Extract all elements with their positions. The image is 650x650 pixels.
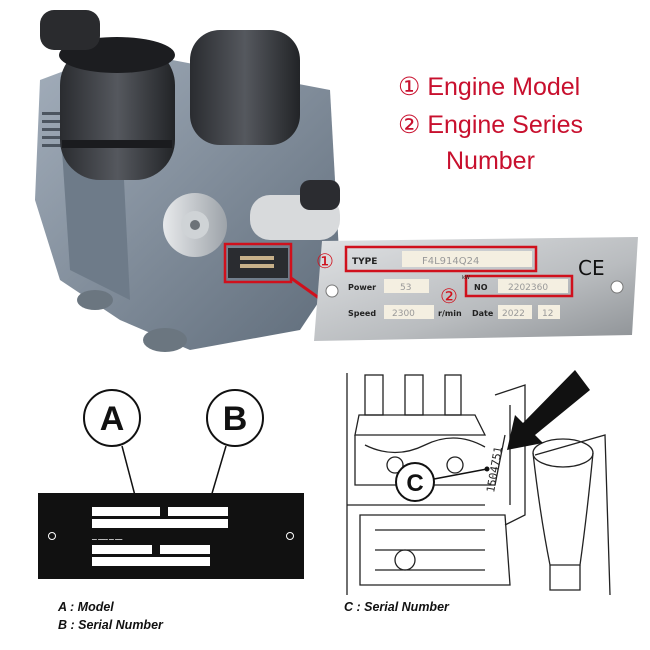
plate-power-value: 53 (400, 283, 411, 293)
plate-type-label: TYPE (352, 257, 377, 267)
plate-speed-value: 2300 (392, 309, 415, 319)
callout-circle-a (83, 389, 141, 447)
pointer-arrow (507, 370, 590, 450)
plate-no-value: 2202360 (508, 283, 548, 293)
plate-date-label: Date (472, 309, 494, 318)
callout-engine-model: ① Engine Model (398, 73, 581, 101)
mounting-hole-right (610, 280, 624, 294)
label-c: C (406, 470, 423, 497)
nameplate-diagram (38, 493, 304, 579)
engine-photo (35, 10, 340, 352)
marker-2: ② (440, 284, 458, 308)
model-highlight-box (344, 245, 538, 273)
plate-no-label: NO (474, 283, 488, 292)
legend-c-serial: C : Serial Number (344, 600, 449, 614)
plate-kw-label: kW (462, 275, 470, 281)
legend-b-serial: B : Serial Number (58, 618, 163, 632)
plate-date-month: 12 (542, 309, 553, 319)
plate-rmin-label: r/min (438, 309, 462, 318)
vent-grille (42, 112, 62, 147)
plate-power-label: Power (348, 283, 376, 292)
callout-number: Number (446, 147, 535, 175)
callout-circle-c (395, 462, 435, 502)
ce-mark: CE (578, 256, 605, 280)
plate-speed-label: Speed (348, 309, 376, 318)
muffler (190, 30, 300, 145)
plate-diagram-left: A B ━━ ━━━━ ━━ ━━━ (38, 389, 304, 579)
serial-highlight-box (464, 274, 574, 298)
marker-1: ① (316, 249, 334, 273)
label-a: A (100, 400, 125, 438)
engine-mounted-plate (228, 248, 288, 278)
serial-location-drawing: 1504751 C (346, 370, 611, 595)
label-b: B (223, 400, 248, 438)
callout-engine-series: ② Engine Series (398, 111, 584, 139)
svg-text:━━ ━━━━ ━━ ━━━: ━━ ━━━━ ━━ ━━━ (91, 537, 123, 542)
callout-circle-b (206, 389, 264, 447)
mounting-hole-left (325, 284, 339, 298)
zoomed-nameplate: TYPE F4L914Q24 Power 53 kW NO 2202360 Sp… (314, 237, 638, 341)
legend-a-model: A : Model (58, 600, 114, 614)
plate-location-highlight (223, 242, 293, 284)
plate-type-value: F4L914Q24 (422, 256, 479, 267)
plate-date-year: 2022 (502, 309, 525, 319)
